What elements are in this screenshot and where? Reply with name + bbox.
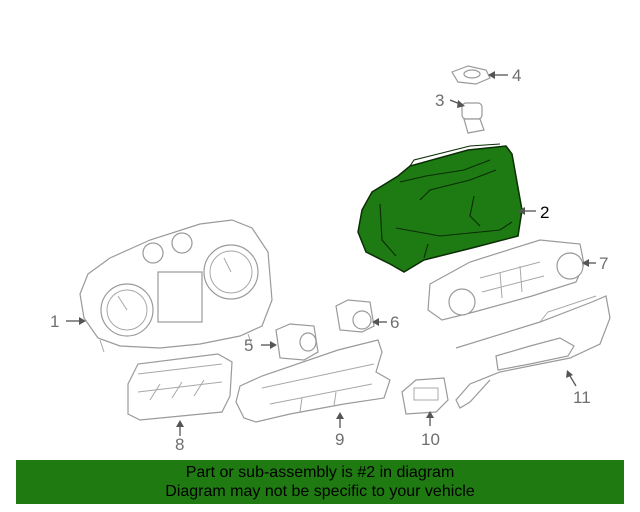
banner-line-2: Diagram may not be specific to your vehi…: [165, 483, 475, 500]
callout-6: 6: [390, 313, 399, 332]
callout-5: 5: [244, 336, 253, 355]
part-info-banner: Part or sub-assembly is #2 in diagram Di…: [16, 460, 624, 504]
part-1-instrument-cluster[interactable]: [79, 219, 273, 353]
callout-8: 8: [175, 435, 184, 454]
callout-2: 2: [540, 203, 549, 222]
callout-7: 7: [599, 254, 608, 273]
callout-9: 9: [335, 430, 344, 449]
leader-lines: [66, 71, 596, 436]
part-8-switch-module[interactable]: [127, 353, 233, 421]
callout-1: 1: [50, 312, 59, 331]
part-4-clip[interactable]: [451, 65, 491, 85]
callout-11: 11: [573, 388, 591, 407]
part-9-bracket[interactable]: [235, 339, 391, 423]
part-6-knob-switch[interactable]: [335, 299, 375, 333]
part-10-switch[interactable]: [401, 377, 449, 415]
part-11-trim-bezel[interactable]: [455, 295, 611, 409]
banner-line-1: Part or sub-assembly is #2 in diagram: [185, 464, 455, 481]
callout-10: 10: [421, 430, 440, 449]
callout-4: 4: [512, 66, 521, 85]
part-2-cluster-housing[interactable]: [357, 143, 523, 273]
part-5-knob-switch[interactable]: [275, 323, 319, 361]
callout-3: 3: [435, 91, 444, 110]
part-3-socket[interactable]: [461, 102, 485, 134]
part-7-climate-control[interactable]: [427, 239, 585, 321]
